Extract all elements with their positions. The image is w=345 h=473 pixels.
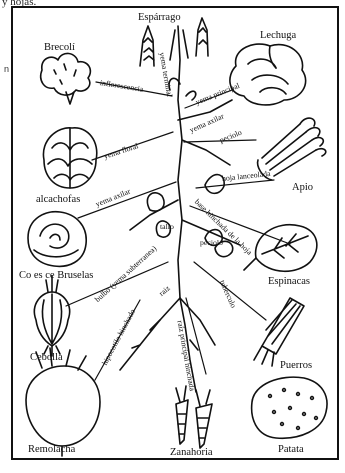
label-espinacas: Espinacas bbox=[268, 276, 310, 287]
label-remolacha: Remolacha bbox=[28, 444, 75, 455]
brussels-sprouts-drawing bbox=[28, 212, 86, 267]
label-esparrago: Espárrago bbox=[138, 12, 181, 23]
carrot-drawing bbox=[176, 386, 212, 448]
label-patata: Patata bbox=[278, 444, 304, 455]
asparagus-drawing bbox=[140, 18, 208, 66]
label-coles-de-bruselas: Co es ce Bruselas bbox=[19, 270, 93, 281]
label-zanahoria: Zanahoria bbox=[170, 447, 213, 458]
label-cebolla: Cebolla bbox=[30, 352, 63, 363]
label-apio: Apio bbox=[292, 182, 313, 193]
label-peciolo-2: peciolo bbox=[200, 238, 223, 247]
broccoli-drawing bbox=[41, 53, 91, 104]
label-lechuga: Lechuga bbox=[260, 30, 296, 41]
beet-drawing bbox=[26, 348, 100, 456]
label-tallo: tallo bbox=[160, 222, 174, 231]
label-brecol: Brecolí bbox=[44, 42, 75, 53]
label-puerros: Puerros bbox=[280, 360, 312, 371]
artichoke-drawing bbox=[43, 128, 96, 188]
lettuce-drawing bbox=[230, 44, 306, 105]
label-alcachofas: alcachofas bbox=[36, 194, 80, 205]
potato-drawing bbox=[252, 377, 327, 438]
spinach-drawing bbox=[244, 225, 317, 272]
leek-drawing bbox=[254, 298, 304, 366]
onion-drawing bbox=[34, 276, 69, 356]
